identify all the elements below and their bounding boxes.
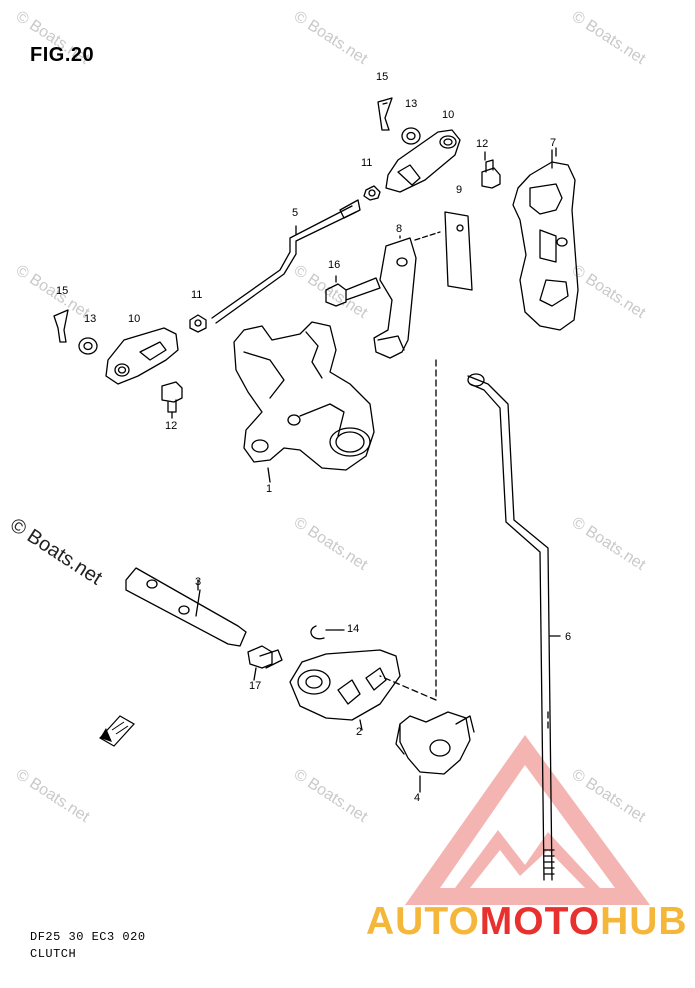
part-3-shaft xyxy=(125,567,247,647)
callout-number: 10 xyxy=(442,109,455,121)
part-10-lever-upper xyxy=(385,129,461,193)
part-13-washer-lower xyxy=(78,337,98,355)
part-9-plate xyxy=(444,211,473,291)
part-6-rod xyxy=(467,375,553,881)
part-10-lever-lower xyxy=(105,327,179,385)
callout-number: 13 xyxy=(405,98,418,110)
callout-number: 15 xyxy=(56,285,69,297)
part-14-clip xyxy=(310,625,325,640)
callout-number: 6 xyxy=(565,631,572,643)
part-12-bolt-lower xyxy=(161,381,183,403)
diagram-code: DF25 30 EC3 020 xyxy=(30,930,146,944)
callout-number: 3 xyxy=(195,576,202,588)
brand-part-auto: AUTO xyxy=(366,900,480,943)
part-2-cam xyxy=(289,649,401,721)
section-name: CLUTCH xyxy=(30,947,77,961)
part-7-bracket xyxy=(512,161,579,331)
callout-number: 12 xyxy=(476,138,489,150)
callout-number: 7 xyxy=(550,137,557,149)
part-5-rod xyxy=(211,205,353,319)
callout-number: 16 xyxy=(328,259,341,271)
callout-number: 2 xyxy=(356,726,363,738)
brand-part-moto: MOTO xyxy=(479,900,601,943)
part-16-bolt xyxy=(325,283,347,307)
callout-number: 11 xyxy=(191,289,203,301)
callout-number: 15 xyxy=(376,71,389,83)
callout-number: 9 xyxy=(456,184,463,196)
part-8-link xyxy=(373,237,417,359)
brand-wordmark: AUTOMOTOHUB xyxy=(366,900,688,944)
callout-number: 12 xyxy=(165,420,178,432)
brand-logo-triangle xyxy=(405,735,650,905)
forward-arrow-icon xyxy=(99,715,135,747)
part-15-clip-lower xyxy=(53,309,69,343)
figure-title: FIG.20 xyxy=(30,44,95,66)
callout-number: 17 xyxy=(249,680,262,692)
callout-number: 13 xyxy=(84,313,97,325)
callout-number: 5 xyxy=(292,207,299,219)
part-1-housing xyxy=(233,321,375,471)
part-15-clip-upper xyxy=(377,97,393,131)
callout-number: 1 xyxy=(266,483,273,495)
callout-number: 10 xyxy=(128,313,141,325)
callout-number: 14 xyxy=(347,623,360,635)
callout-number: 11 xyxy=(361,157,373,169)
brand-part-hub: HUB xyxy=(600,900,688,943)
callout-number: 8 xyxy=(396,223,403,235)
part-4-yoke xyxy=(399,711,471,775)
part-12-bolt-upper xyxy=(481,167,501,189)
part-13-washer-upper xyxy=(401,127,421,145)
part-17-bolt xyxy=(247,645,273,669)
part-11-nut-upper xyxy=(363,185,381,201)
callout-number: 4 xyxy=(414,792,421,804)
part-11-nut-lower xyxy=(189,314,207,333)
